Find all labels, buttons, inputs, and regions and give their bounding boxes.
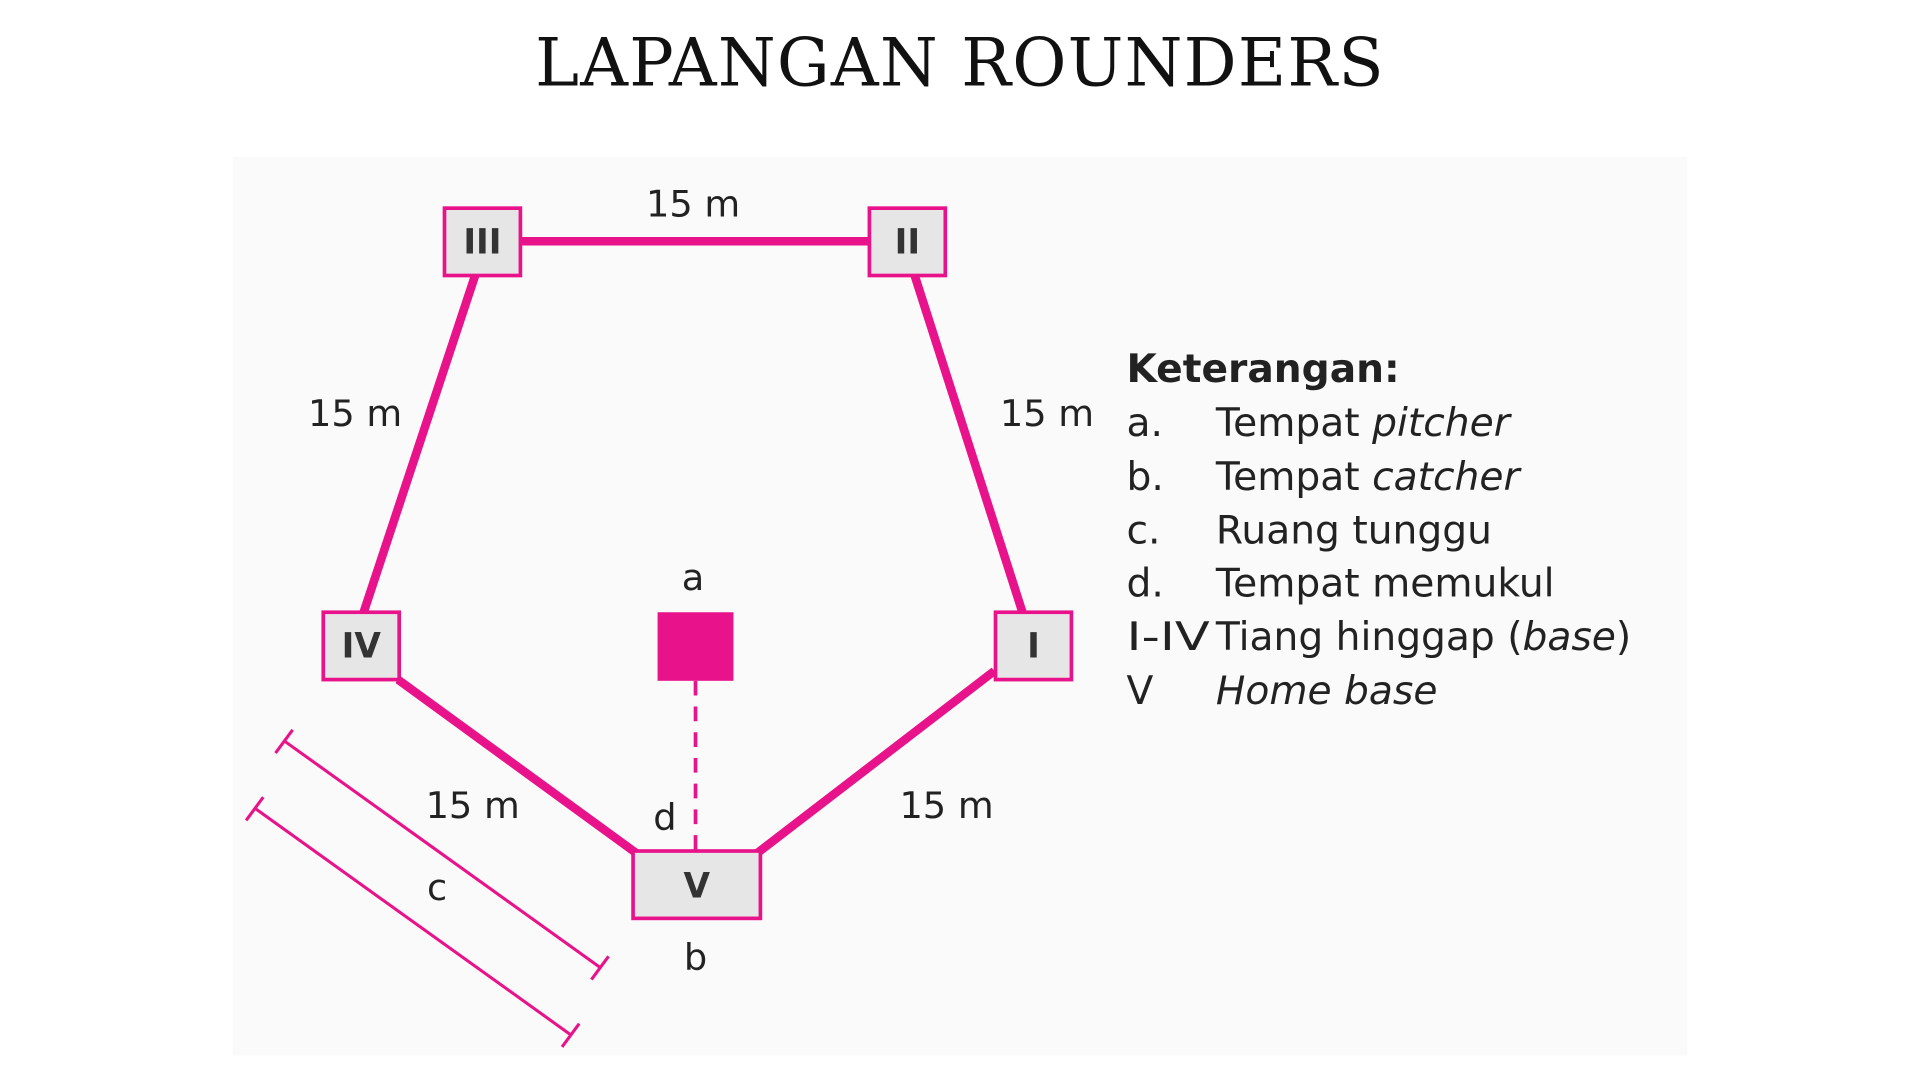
base-iv-label: IV [342, 627, 382, 667]
marker-c: c [427, 866, 447, 909]
base-ii [867, 206, 948, 278]
distance-right-lower: 15 m [899, 784, 993, 827]
waiting-area-c [244, 728, 610, 1048]
home-base-v [631, 849, 763, 921]
marker-a: a [682, 556, 705, 599]
marker-b: b [684, 936, 707, 979]
legend-text: Tempat memukul [1215, 561, 1555, 606]
legend-item: a. Tempat pitcher [1127, 401, 1513, 446]
legend-key: c. [1127, 509, 1161, 554]
base-iii [442, 206, 523, 278]
page-title: LAPANGAN ROUNDERS [535, 25, 1385, 102]
distance-right-upper: 15 m [1000, 392, 1094, 435]
distance-left-lower: 15 m [426, 784, 520, 827]
legend-text: Home base [1216, 669, 1438, 714]
legend-key: d. [1127, 561, 1164, 606]
legend-item: c. Ruang tunggu [1127, 509, 1492, 554]
legend-text: Ruang tunggu [1216, 509, 1492, 554]
base-i [993, 610, 1074, 682]
legend-item: V Home base [1127, 669, 1438, 714]
legend-item: I-IV Tiang hinggap (base) [1127, 615, 1632, 660]
legend-key: V [1127, 669, 1154, 714]
base-iv [321, 610, 402, 682]
distance-top: 15 m [646, 183, 740, 226]
legend-item: b. Tempat catcher [1127, 455, 1523, 500]
base-i-label: I [1027, 627, 1040, 667]
base-ii-label: II [895, 222, 921, 262]
line-iii-iv [359, 274, 480, 614]
legend-key: a. [1127, 401, 1163, 446]
diagram-panel [232, 156, 1688, 1056]
legend: Keterangan: a. Tempat pitcher b. Tempat … [1127, 347, 1632, 714]
base-iii-label: III [463, 222, 501, 262]
line-ii-i [910, 274, 1027, 614]
marker-d: d [653, 796, 676, 839]
distance-left-upper: 15 m [308, 392, 402, 435]
legend-text: Tempat pitcher [1215, 401, 1513, 446]
legend-text: Tempat catcher [1215, 455, 1523, 500]
base-v-label: V [683, 867, 710, 907]
pitcher-box [657, 612, 734, 681]
legend-key: I-IV [1127, 615, 1211, 660]
line-iv-v [395, 676, 640, 857]
legend-text: Tiang hinggap (base) [1215, 615, 1631, 660]
line-i-v [754, 667, 997, 857]
legend-item: d. Tempat memukul [1127, 561, 1555, 606]
legend-heading: Keterangan: [1127, 347, 1400, 392]
legend-key: b. [1127, 455, 1164, 500]
